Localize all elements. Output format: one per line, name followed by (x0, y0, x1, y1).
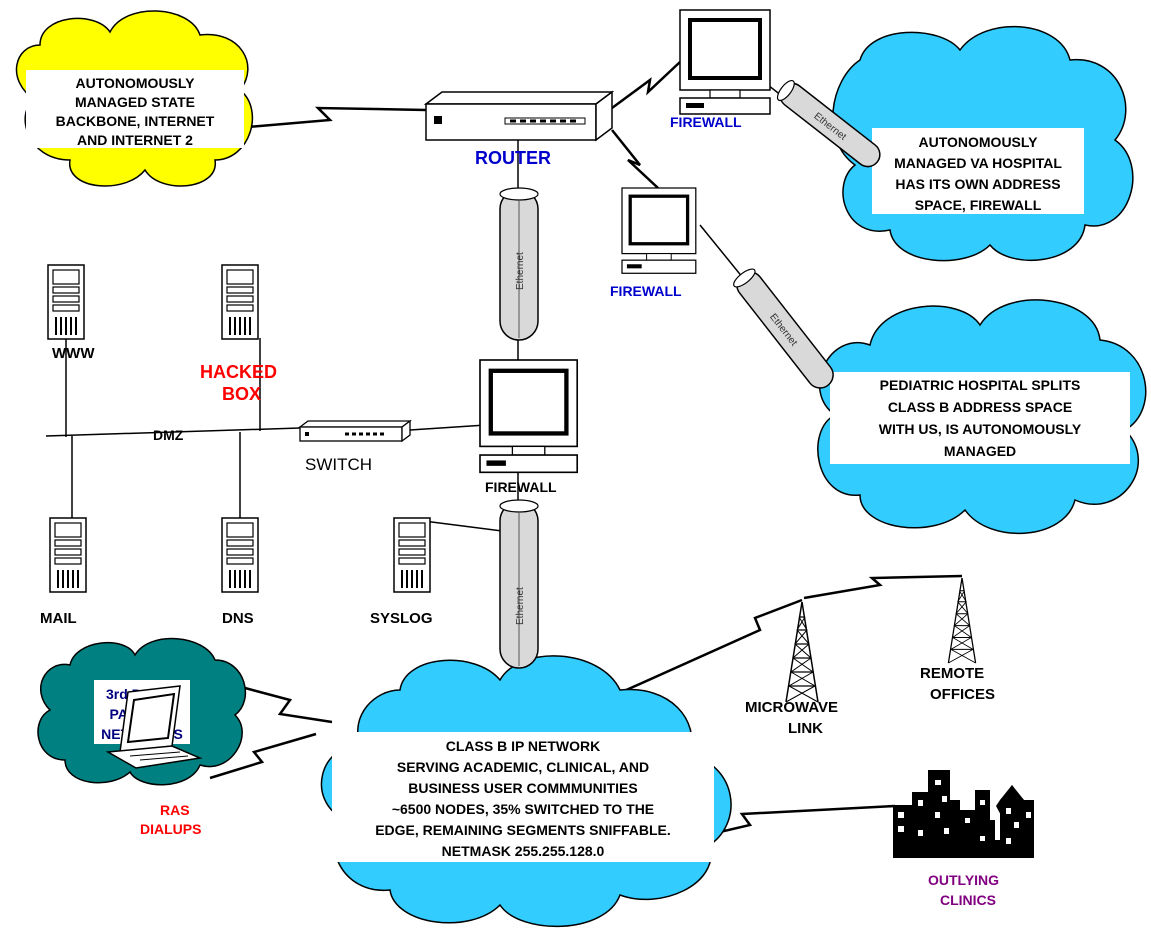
class-b-line-5: EDGE, REMAINING SEGMENTS SNIFFABLE. (375, 822, 671, 838)
class-b-line-3: BUSINESS USER COMMMUNITIES (408, 780, 637, 796)
class-b-label-box (332, 732, 714, 862)
ras-line-1: RAS (160, 802, 190, 818)
firewall-main-label: FIREWALL (485, 479, 557, 495)
firewall-top-device[interactable] (678, 8, 772, 116)
class-b-line-4: ~6500 NODES, 35% SWITCHED TO THE (392, 801, 654, 817)
va-hospital-line-4: SPACE, FIREWALL (915, 197, 1042, 213)
router-device[interactable] (423, 90, 615, 142)
state-backbone-line-4: AND INTERNET 2 (77, 132, 193, 148)
class-b-line-2: SERVING ACADEMIC, CLINICAL, AND (397, 759, 649, 775)
va-hospital-line-2: MANAGED VA HOSPITAL (894, 155, 1062, 171)
wan-link-third-party (244, 686, 333, 724)
dmz-line (45, 427, 301, 437)
www-label: WWW (52, 345, 95, 362)
hacked-box-line-1: HACKED (200, 362, 277, 382)
state-backbone-cloud: AUTONOMOUSLY MANAGED STATE BACKBONE, INT… (15, 10, 254, 187)
mail-label: MAIL (40, 610, 77, 627)
state-backbone-line-3: BACKBONE, INTERNET (56, 113, 215, 129)
ethernet-label-1: Ethernet (515, 252, 526, 290)
wan-link-microwave (603, 598, 803, 702)
state-backbone-label-box (26, 70, 244, 148)
va-hospital-line-3: HAS ITS OWN ADDRESS (895, 176, 1060, 192)
clinics-line-1: OUTLYING (928, 872, 999, 888)
pediatric-label-box (830, 372, 1130, 464)
pediatric-line-4: MANAGED (944, 443, 1016, 459)
syslog-server[interactable] (393, 517, 431, 593)
firewall-mid-label: FIREWALL (610, 283, 682, 299)
firewall-mid-device[interactable] (620, 186, 698, 275)
remote-line-1: REMOTE (920, 665, 984, 682)
wan-link-backbone (235, 106, 427, 130)
dmz-label: DMZ (153, 427, 184, 443)
clinics-line-2: CLINICS (940, 892, 996, 908)
va-hospital-line-1: AUTONOMOUSLY (918, 134, 1038, 150)
city-skyline-icon (893, 770, 1034, 858)
ethernet-cable-router-firewall: Ethernet (499, 187, 539, 341)
ras-line-2: DIALUPS (140, 821, 201, 837)
dns-server[interactable] (221, 517, 259, 593)
dns-label: DNS (222, 610, 254, 627)
remote-line-2: OFFICES (930, 686, 995, 703)
state-backbone-line-1: AUTONOMOUSLY (75, 75, 195, 91)
firewall-top-label: FIREWALL (670, 114, 742, 130)
www-server[interactable] (47, 264, 85, 340)
wan-link-router-firewall-mid (611, 129, 659, 189)
hacked-box-line-2: BOX (222, 384, 261, 404)
firewall-main-device[interactable] (480, 360, 577, 472)
wan-link-ras (209, 732, 317, 780)
ras-laptop-icon (105, 685, 203, 769)
remote-tower (947, 577, 977, 664)
pediatric-line-3: WITH US, IS AUTONOMOUSLY (879, 421, 1082, 437)
mail-server[interactable] (49, 517, 87, 593)
switch-label: SWITCH (305, 455, 372, 474)
syslog-label: SYSLOG (370, 610, 433, 627)
ethernet-label-2: Ethernet (515, 587, 526, 625)
class-b-line-6: NETMASK 255.255.128.0 (442, 843, 605, 859)
ethernet-cable-pediatric: Ethernet (733, 268, 834, 389)
switch-device[interactable] (298, 419, 412, 443)
pediatric-line-2: CLASS B ADDRESS SPACE (888, 399, 1072, 415)
va-hospital-cloud: AUTONOMOUSLY MANAGED VA HOSPITAL HAS ITS… (832, 25, 1134, 262)
va-hospital-label-box (872, 128, 1084, 214)
microwave-line-1: MICROWAVE (745, 699, 838, 716)
hacked-box-server[interactable] (221, 264, 259, 340)
pediatric-line-1: PEDIATRIC HOSPITAL SPLITS (880, 377, 1081, 393)
microwave-tower (785, 601, 819, 703)
class-b-cloud: CLASS B IP NETWORK SERVING ACADEMIC, CLI… (320, 655, 732, 928)
class-b-line-1: CLASS B IP NETWORK (446, 738, 601, 754)
pediatric-cloud: PEDIATRIC HOSPITAL SPLITS CLASS B ADDRES… (817, 299, 1147, 535)
switch-firewall-link (409, 424, 487, 431)
microwave-line-2: LINK (788, 720, 823, 737)
state-backbone-line-2: MANAGED STATE (75, 94, 195, 110)
wan-link-router-firewall-top (611, 61, 681, 110)
ethernet-cable-firewall-classb: Ethernet (499, 499, 539, 669)
router-label: ROUTER (475, 148, 551, 168)
wan-link-remote (803, 574, 963, 600)
